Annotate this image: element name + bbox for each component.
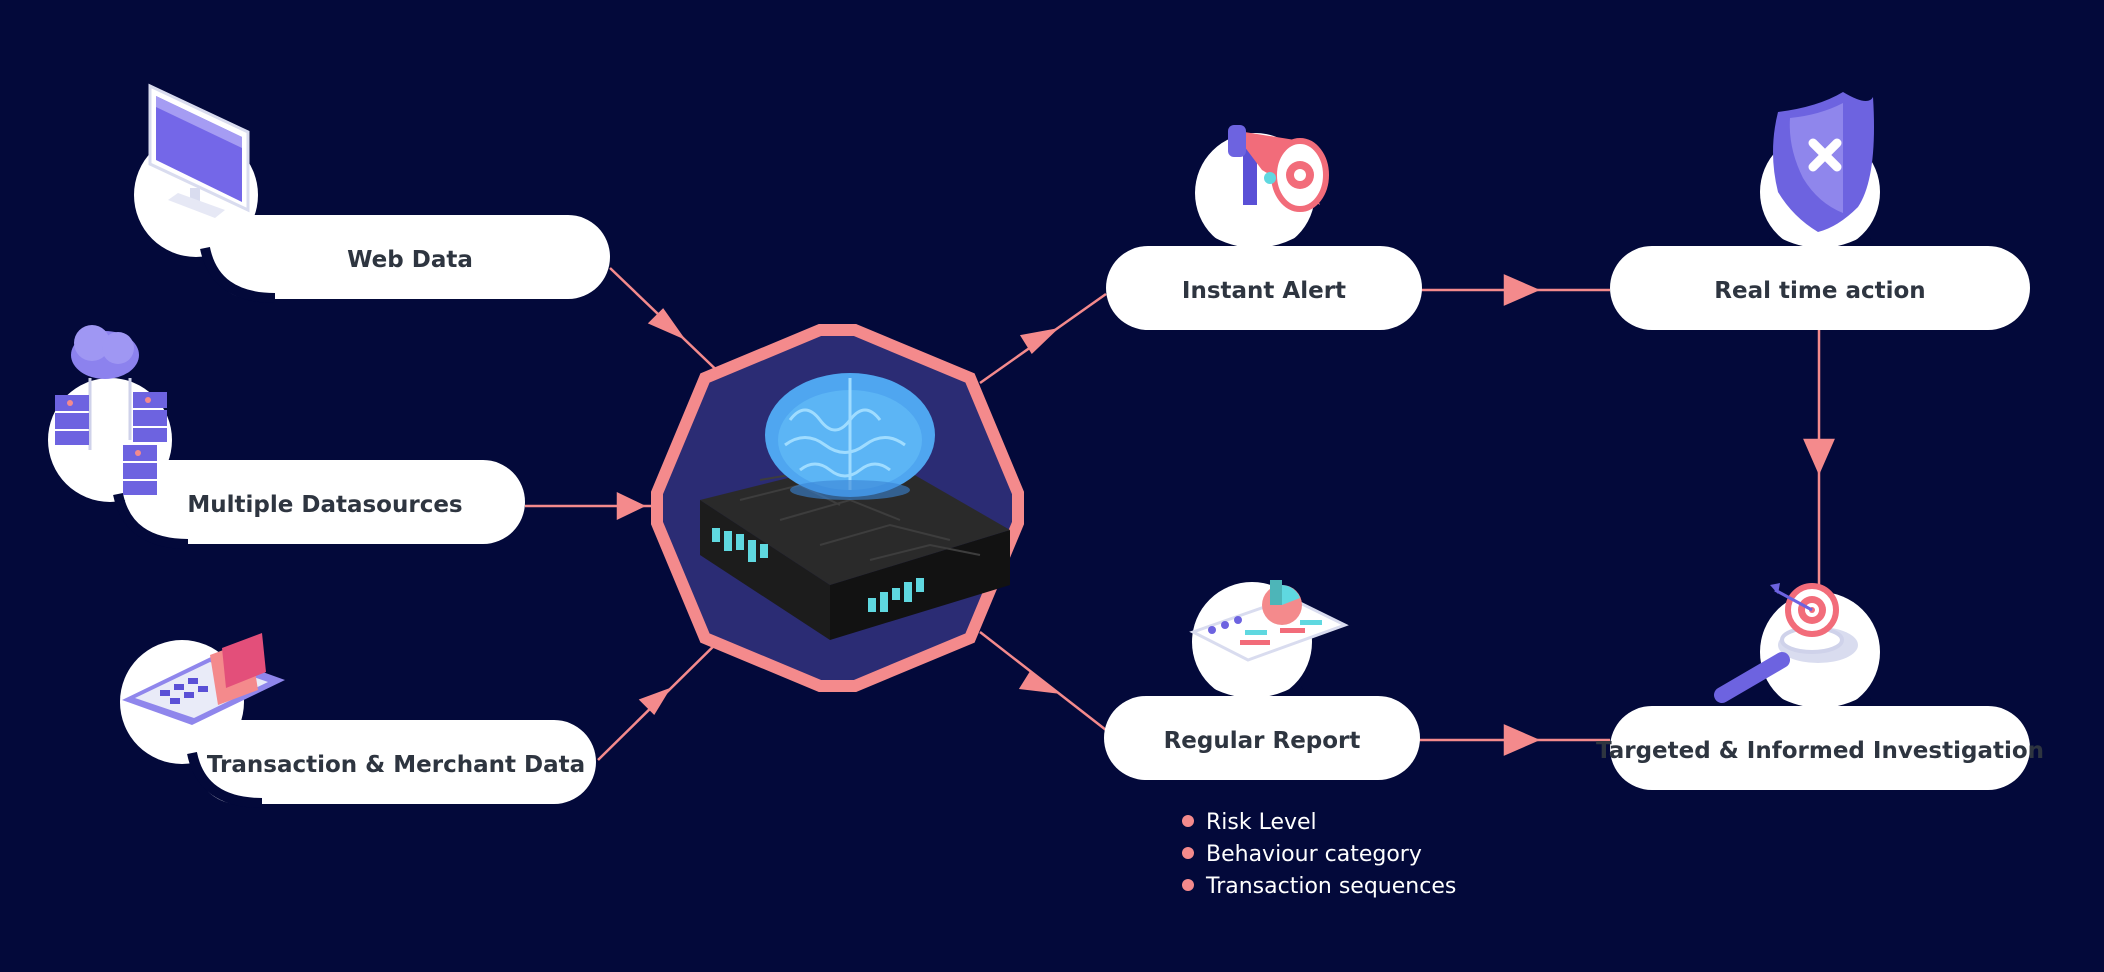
node-targeted-investigation: Targeted & Informed Investigation xyxy=(1596,583,2044,790)
connector-alert-to-action xyxy=(1420,274,1610,306)
connector-web-to-core xyxy=(609,267,731,384)
node-transaction-merchant: Transaction & Merchant Data xyxy=(120,633,596,808)
report-item: Behaviour category xyxy=(1182,842,1422,867)
monitor-icon xyxy=(148,83,250,218)
label-web-data: Web Data xyxy=(347,247,473,273)
report-item-label: Risk Level xyxy=(1206,810,1317,835)
node-multiple-datasources: Multiple Datasources xyxy=(48,325,525,549)
label-targeted-investigation: Targeted & Informed Investigation xyxy=(1596,738,2044,764)
label-regular-report: Regular Report xyxy=(1164,728,1361,754)
label-instant-alert: Instant Alert xyxy=(1182,278,1346,304)
node-instant-alert: Instant Alert xyxy=(1106,125,1422,330)
node-real-time-action: Real time action xyxy=(1610,92,2030,330)
node-regular-report: Regular Report Risk Level Behaviour cate… xyxy=(1104,580,1456,899)
shield-x-icon xyxy=(1773,92,1874,232)
central-core xyxy=(651,324,1024,692)
label-multiple-datasources: Multiple Datasources xyxy=(187,492,462,518)
cloud-servers-icon xyxy=(55,325,167,495)
label-real-time-action: Real time action xyxy=(1714,278,1925,304)
brain-chip-icon xyxy=(700,373,1010,640)
target-magnifier-icon xyxy=(1714,583,1858,703)
connector-action-to-investigation xyxy=(1803,330,1835,595)
report-chart-icon xyxy=(1189,580,1349,662)
connectors xyxy=(525,267,1835,761)
connector-core-to-report xyxy=(979,631,1107,731)
report-items-list: Risk Level Behaviour category Transactio… xyxy=(1182,810,1456,899)
report-item: Transaction sequences xyxy=(1182,874,1456,899)
node-web-data: Web Data xyxy=(134,83,610,303)
report-item-label: Behaviour category xyxy=(1206,842,1422,867)
report-item-label: Transaction sequences xyxy=(1205,874,1456,899)
megaphone-icon xyxy=(1228,125,1329,212)
connector-report-to-investigation xyxy=(1418,724,1610,756)
card-terminal-icon xyxy=(122,633,285,725)
report-item: Risk Level xyxy=(1182,810,1317,835)
label-transaction-merchant: Transaction & Merchant Data xyxy=(207,752,585,778)
connector-transaction-to-core xyxy=(597,629,731,761)
connector-core-to-alert xyxy=(979,292,1107,385)
